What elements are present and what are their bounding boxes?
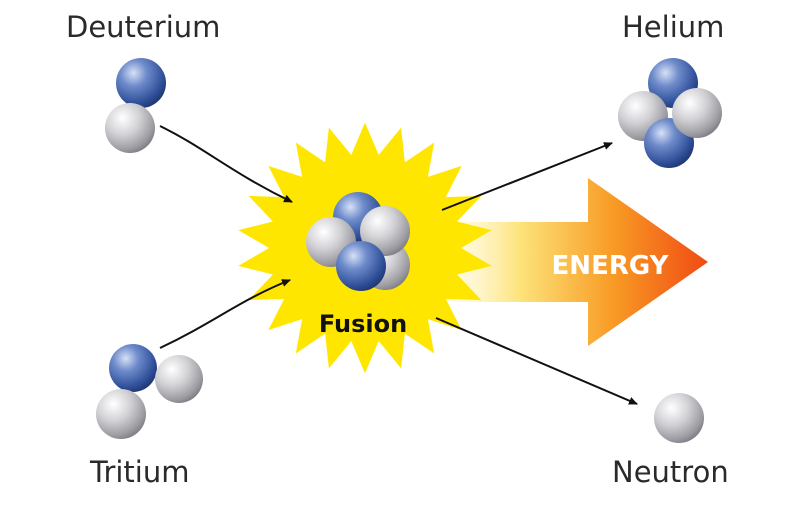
tritium-arrow: [159, 279, 291, 349]
tritium-nucleus: [96, 344, 203, 439]
proton: [116, 58, 166, 108]
helium-nucleus: [618, 58, 722, 168]
neutron: [155, 355, 203, 403]
energy-arrow: ENERGY: [440, 178, 708, 346]
neutron: [654, 393, 704, 443]
fusion-label: Fusion: [319, 310, 407, 338]
neutron-label: Neutron: [612, 455, 729, 489]
tritium-label: Tritium: [90, 455, 190, 489]
helium-label: Helium: [622, 10, 725, 44]
proton: [109, 344, 157, 392]
deuterium-label: Deuterium: [66, 10, 221, 44]
helium-arrow: [441, 142, 613, 211]
neutron: [360, 206, 410, 256]
deuterium-arrow: [159, 125, 293, 203]
neutron: [105, 103, 155, 153]
emitted-neutron: [654, 393, 704, 443]
fusing-nucleus: [306, 192, 410, 291]
neutron: [96, 389, 146, 439]
neutron: [672, 88, 722, 138]
proton: [336, 241, 386, 291]
energy-label: ENERGY: [552, 251, 670, 281]
reaction-arrows: [159, 125, 638, 405]
deuterium-nucleus: [105, 58, 166, 153]
neutron-arrow: [435, 317, 638, 405]
